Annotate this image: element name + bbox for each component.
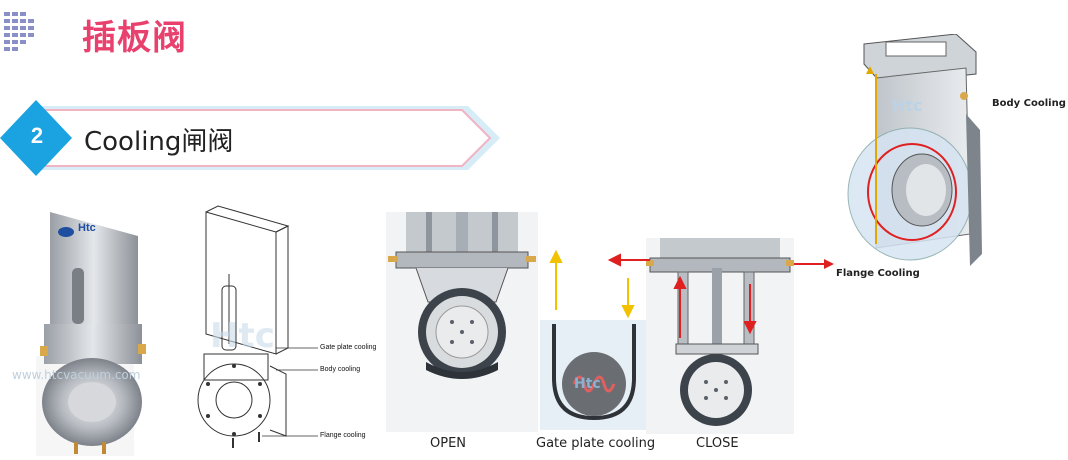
gate-plate-cooling-caption: Gate plate cooling (536, 436, 656, 451)
coil-watermark: Htc (574, 376, 601, 392)
gate-valve-photo (36, 212, 146, 456)
valve-3d-render (847, 34, 982, 266)
close-caption: CLOSE (696, 436, 739, 451)
section-number-diamond (0, 100, 72, 176)
label-body-cooling: Body cooling (320, 366, 361, 373)
section-title: Cooling闸阀 (84, 127, 234, 157)
photo-watermark: www.htcvacuum.com (12, 368, 141, 382)
valve-line-drawing (197, 205, 318, 448)
red-arrow-right-icon (794, 259, 834, 269)
page-title: 插板阀 (82, 18, 187, 58)
label-flange-cooling: Flange cooling (320, 432, 366, 439)
section-number: 2 (30, 123, 44, 148)
open-state-diagram (386, 212, 538, 432)
render-watermark: Htc (892, 96, 923, 115)
drawing-watermark: Htc (210, 316, 275, 356)
red-arrow-left-icon (610, 255, 650, 265)
logo-icon (4, 12, 34, 51)
close-state-diagram (607, 238, 794, 434)
label-gate-plate-cooling: Gate plate cooling (320, 344, 377, 351)
callout-body-cooling: Body Cooling (992, 98, 1066, 109)
photo-brand-label: Htc (78, 222, 96, 234)
open-caption: OPEN (430, 436, 467, 451)
section-banner (0, 100, 500, 176)
gate-plate-cooling-diagram (540, 250, 646, 430)
callout-flange-cooling: Flange Cooling (836, 268, 920, 279)
